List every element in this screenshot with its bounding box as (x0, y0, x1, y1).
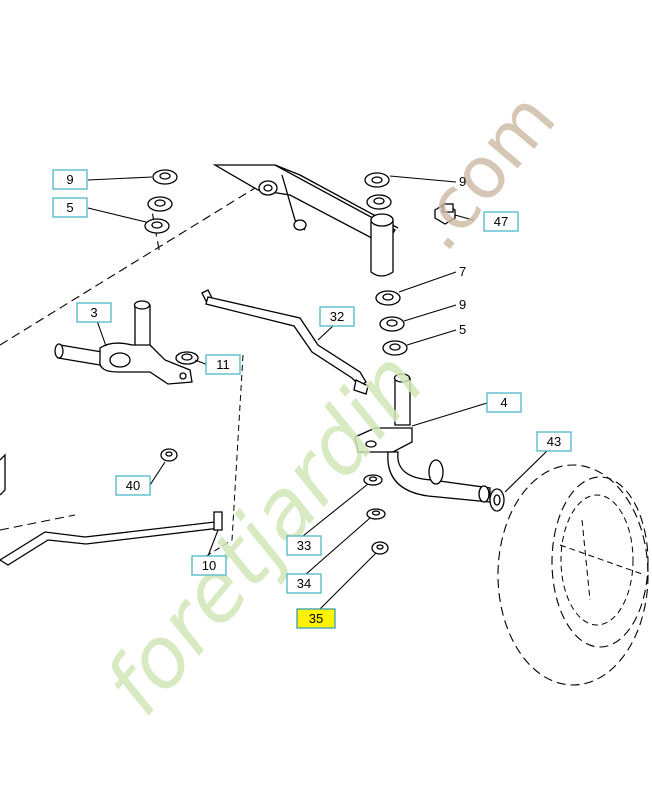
front-wheel-outline (497, 464, 649, 686)
svg-text:10: 10 (202, 558, 216, 573)
svg-text:47: 47 (494, 214, 508, 229)
svg-text:4: 4 (500, 395, 507, 410)
callout-4[interactable]: 4 (486, 392, 522, 413)
drag-link-10 (0, 453, 223, 566)
svg-text:.com: .com (394, 77, 572, 266)
label-7: 7 (459, 264, 466, 279)
callout-5-left[interactable]: 5 (52, 197, 88, 218)
label-9-right: 9 (459, 297, 466, 312)
svg-text:3: 3 (90, 305, 97, 320)
callout-43[interactable]: 43 (536, 431, 572, 452)
svg-text:43: 43 (547, 434, 561, 449)
callouts: 9 5 3 11 40 10 32 47 (52, 169, 572, 629)
callout-33[interactable]: 33 (286, 535, 322, 556)
svg-text:5: 5 (66, 200, 73, 215)
watermark-domain: .com (394, 77, 572, 266)
svg-text:32: 32 (330, 309, 344, 324)
washer-33 (363, 474, 383, 486)
left-washer-stack (144, 169, 178, 234)
plain-labels: 9 7 9 5 (459, 174, 466, 337)
svg-text:33: 33 (297, 538, 311, 553)
callout-9-left[interactable]: 9 (52, 169, 88, 190)
washer-43 (489, 488, 505, 512)
svg-text:34: 34 (297, 576, 311, 591)
label-5-right: 5 (459, 322, 466, 337)
svg-text:35: 35 (309, 611, 323, 626)
label-9-right-top: 9 (459, 174, 466, 189)
svg-text:40: 40 (126, 478, 140, 493)
left-spindle (54, 300, 193, 385)
tie-rod-32 (201, 289, 369, 395)
callout-40[interactable]: 40 (115, 475, 151, 496)
callout-3[interactable]: 3 (76, 302, 112, 323)
leader-lines (87, 175, 549, 611)
nut-40 (160, 448, 178, 462)
callout-32[interactable]: 32 (319, 306, 355, 327)
bolt-47 (434, 203, 456, 225)
callout-11[interactable]: 11 (205, 354, 241, 375)
frame-dashed-lines (0, 179, 269, 561)
svg-text:11: 11 (216, 357, 230, 372)
washer-11 (175, 351, 199, 365)
callout-47[interactable]: 47 (483, 211, 519, 232)
callout-35-highlighted[interactable]: 35 (296, 608, 336, 629)
right-spindle-4 (354, 373, 491, 503)
callout-10[interactable]: 10 (191, 555, 227, 576)
callout-34[interactable]: 34 (286, 573, 322, 594)
washer-34 (366, 508, 386, 520)
svg-text:9: 9 (66, 172, 73, 187)
nut-35 (371, 541, 389, 555)
right-spindle-stack (364, 172, 408, 356)
